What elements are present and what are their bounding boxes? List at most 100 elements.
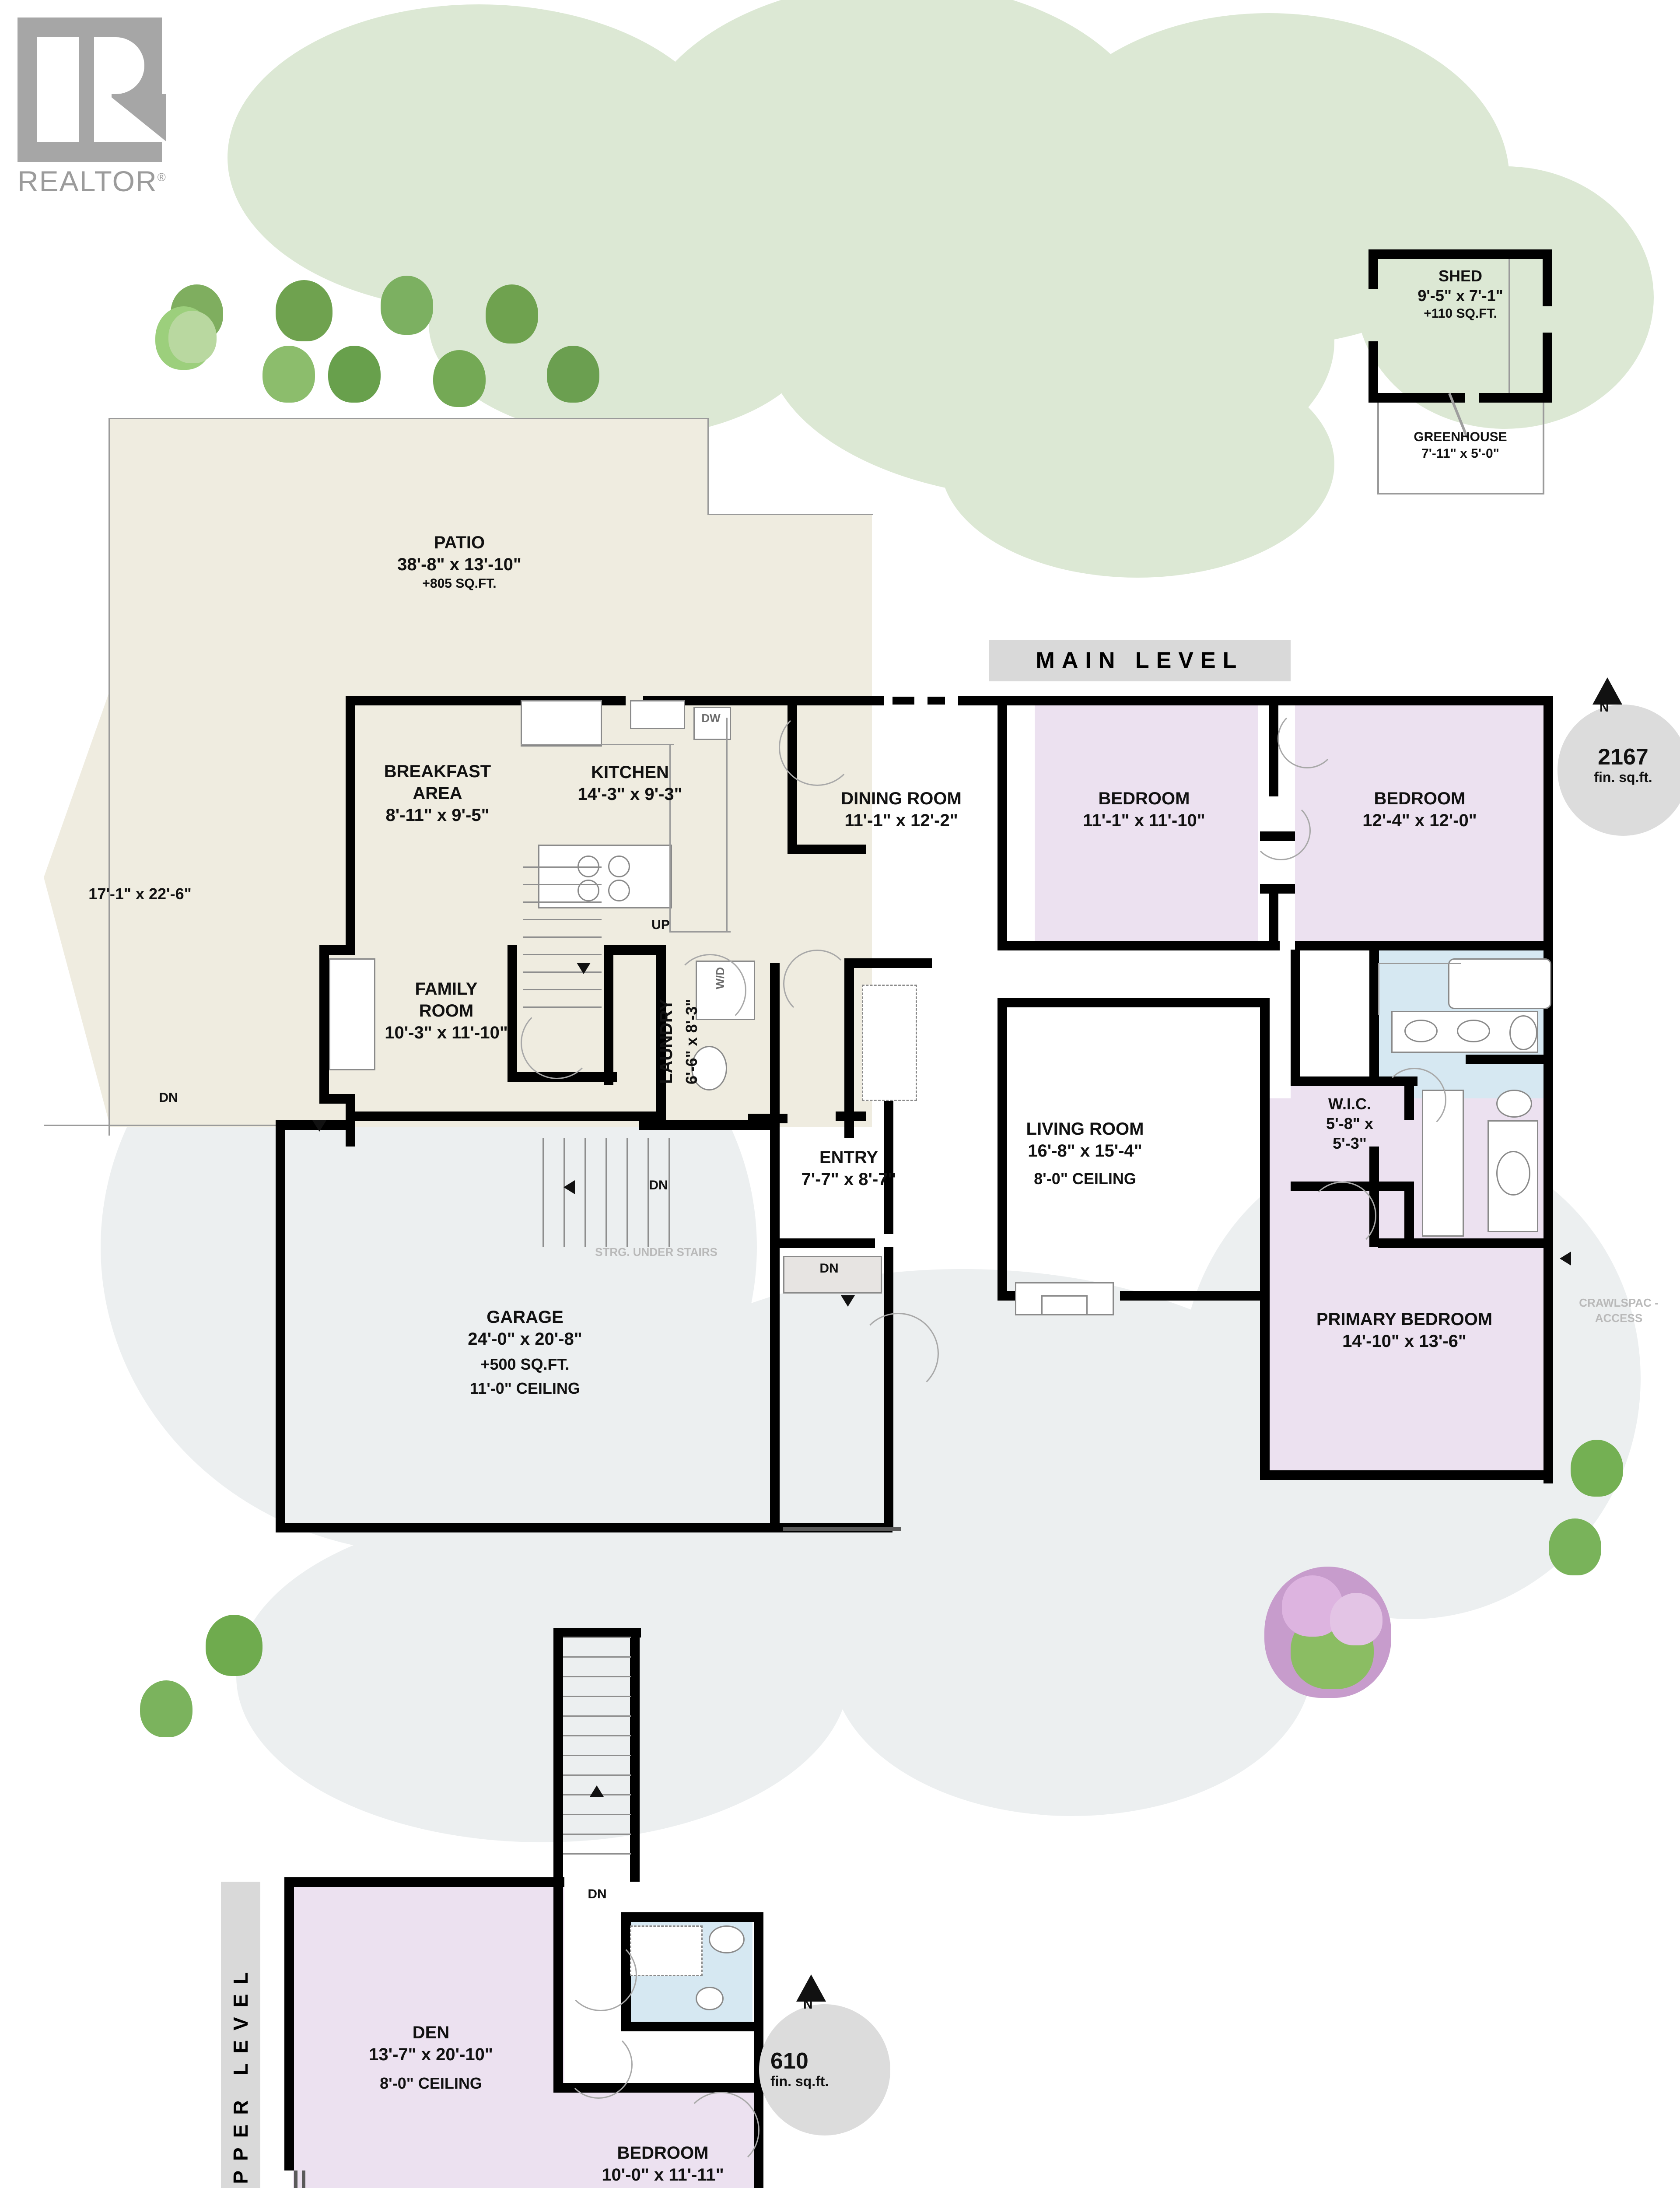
dn-text: DN	[819, 1261, 839, 1276]
bedroom-2-dim: 11'-1" x 11'-10"	[1083, 811, 1205, 830]
bedroom-3-name: BEDROOM	[1374, 789, 1466, 808]
primary-bedroom-name: PRIMARY BEDROOM	[1316, 1310, 1493, 1329]
entry-name: ENTRY	[819, 1148, 878, 1167]
dn-label-west: DN	[144, 1090, 192, 1106]
strg-under-stairs-text: STRG. UNDER STAIRS	[595, 1245, 718, 1259]
north-letter: N	[1600, 700, 1609, 715]
dining-room-label: DINING ROOM 11'-1" x 12'-2"	[801, 788, 1002, 831]
fireplace-icon	[329, 958, 375, 1070]
main-level-sqft-number: 2167	[1598, 744, 1648, 770]
registered-mark-icon: ®	[157, 171, 167, 184]
dn-text: DN	[588, 1887, 607, 1901]
door-swing-icon	[521, 1006, 593, 1079]
living-room-ceiling: 8'-0" CEILING	[1034, 1170, 1136, 1188]
upper-bedroom-name: BEDROOM	[617, 2143, 709, 2163]
door-swing-icon	[682, 2092, 760, 2169]
kitchen-name: KITCHEN	[591, 763, 669, 782]
door-swing-icon	[1251, 801, 1311, 860]
stairs-up-main	[523, 866, 602, 1024]
garage-area: +500 SQ.FT.	[480, 1355, 570, 1373]
door-swing-icon	[1382, 1068, 1446, 1132]
shed-area: +110 SQ.FT.	[1424, 306, 1497, 321]
laundry-name: LAUNDRY	[657, 999, 676, 1084]
crawlspace-line2: ACCESS	[1595, 1311, 1643, 1325]
kitchen-label: KITCHEN 14'-3" x 9'-3"	[534, 761, 726, 805]
entry-label: ENTRY 7'-7" x 8'-7"	[766, 1147, 932, 1190]
realtor-logo: REALTOR®	[18, 18, 188, 210]
door-swing-icon	[1308, 1182, 1376, 1250]
garage-label: GARAGE 24'-0" x 20'-8" +500 SQ.FT. 11'-0…	[372, 1306, 678, 1398]
upper-bedroom-label: BEDROOM 10'-0" x 11'-11"	[564, 2142, 761, 2186]
laundry-dim: 6'-6" x 8'-3"	[682, 999, 700, 1084]
bedroom-3-fill	[1295, 702, 1549, 947]
primary-bedroom-dim: 14'-10" x 13'-6"	[1342, 1332, 1466, 1351]
north-arrow-upper: N	[796, 1974, 826, 2012]
main-level-sqft-badge: 2167 fin. sq.ft.	[1558, 705, 1680, 836]
bedroom-2-name: BEDROOM	[1098, 789, 1190, 808]
bedroom-3-dim: 12'-4" x 12'-0"	[1362, 811, 1477, 830]
wic-dim-b: 5'-3"	[1333, 1134, 1367, 1152]
north-arrow-icon	[796, 1974, 826, 2002]
upper-level-sqft-unit: fin. sq.ft.	[770, 2073, 829, 2089]
breakfast-area-label: BREAKFAST AREA 8'-11" x 9'-5"	[346, 761, 529, 826]
den-name: DEN	[412, 2023, 450, 2042]
realtor-wordmark-text: REALTOR	[18, 165, 158, 197]
upper-bedroom-dim: 10'-0" x 11'-11"	[602, 2165, 724, 2184]
stairs-upper	[563, 1637, 631, 1882]
den-ceiling: 8'-0" CEILING	[380, 2074, 482, 2092]
lawn-blob	[236, 1510, 849, 1842]
tree-icon	[1549, 1518, 1601, 1575]
crawlspace-arrow-icon	[1560, 1252, 1571, 1266]
patio-secondary-dim: 17'-1" x 22'-6"	[31, 884, 249, 904]
main-level-banner-text: MAIN LEVEL	[1036, 648, 1244, 673]
foliage-blob	[941, 350, 1334, 578]
upper-level-banner-text: UPPER LEVEL	[229, 1962, 252, 2188]
den-dim: 13'-7" x 20'-10"	[369, 2045, 493, 2064]
north-arrow-main: N	[1592, 677, 1622, 715]
dishwasher-label: DW	[689, 711, 733, 726]
garage-name: GARAGE	[486, 1308, 564, 1327]
dn-text: DN	[159, 1090, 178, 1105]
tree-icon	[140, 1680, 192, 1737]
north-letter: N	[803, 1997, 813, 2012]
up-label: UP	[634, 917, 687, 933]
greenhouse-label: GREENHOUSE 7'-11" x 5'-0"	[1364, 429, 1557, 462]
wic-label: W.I.C. 5'-8" x 5'-3"	[1291, 1094, 1409, 1153]
north-arrow-icon	[1592, 677, 1622, 705]
living-room-dim: 16'-8" x 15'-4"	[1028, 1141, 1142, 1161]
patio-area-sqft: +805 SQ.FT.	[422, 576, 497, 591]
dining-room-name: DINING ROOM	[841, 789, 962, 808]
family-room-label: FAMILY ROOM 10'-3" x 11'-10"	[359, 978, 534, 1044]
dining-room-dim: 11'-1" x 12'-2"	[844, 811, 958, 830]
stairs-down-arrow-icon	[577, 963, 591, 974]
upper-level-sqft-badge: 610 fin. sq.ft.	[759, 2004, 890, 2135]
dn-label-entry: DN	[805, 1260, 853, 1277]
lawn-blob	[831, 1510, 1312, 1816]
window-icon	[783, 1256, 882, 1294]
crawlspace-access-label: CRAWLSPAC - ACCESS	[1555, 1295, 1680, 1326]
wic-dim: 5'-8" x	[1326, 1115, 1373, 1133]
tree-icon	[328, 346, 381, 403]
entry-dim: 7'-7" x 8'-7"	[801, 1170, 896, 1189]
wic-name: W.I.C.	[1328, 1095, 1371, 1113]
main-level-sqft-unit: fin. sq.ft.	[1594, 769, 1652, 785]
dishwasher-text: DW	[701, 712, 721, 725]
realtor-wordmark: REALTOR®	[18, 165, 188, 198]
upper-level-banner: UPPER LEVEL	[221, 1882, 260, 2188]
tree-icon	[381, 276, 433, 335]
family-room-dim: 10'-3" x 11'-10"	[385, 1023, 508, 1042]
main-level-banner: MAIN LEVEL	[989, 640, 1291, 681]
garage-ceiling: 11'-0" CEILING	[470, 1379, 580, 1397]
dn-label-garage: DN	[634, 1177, 682, 1194]
door-swing-icon	[779, 709, 856, 786]
door-swing-icon	[783, 950, 851, 1018]
up-text: UP	[651, 918, 670, 932]
living-room-name: LIVING ROOM	[1026, 1119, 1144, 1139]
door-swing-icon	[1278, 709, 1337, 768]
tree-icon	[433, 350, 486, 407]
shed-dim: 9'-5" x 7'-1"	[1418, 287, 1503, 305]
family-room-name: FAMILY	[415, 979, 478, 999]
upper-vanity-icon	[630, 1925, 703, 1976]
tree-icon	[168, 311, 217, 363]
stairs-up-arrow-icon	[590, 1785, 604, 1797]
